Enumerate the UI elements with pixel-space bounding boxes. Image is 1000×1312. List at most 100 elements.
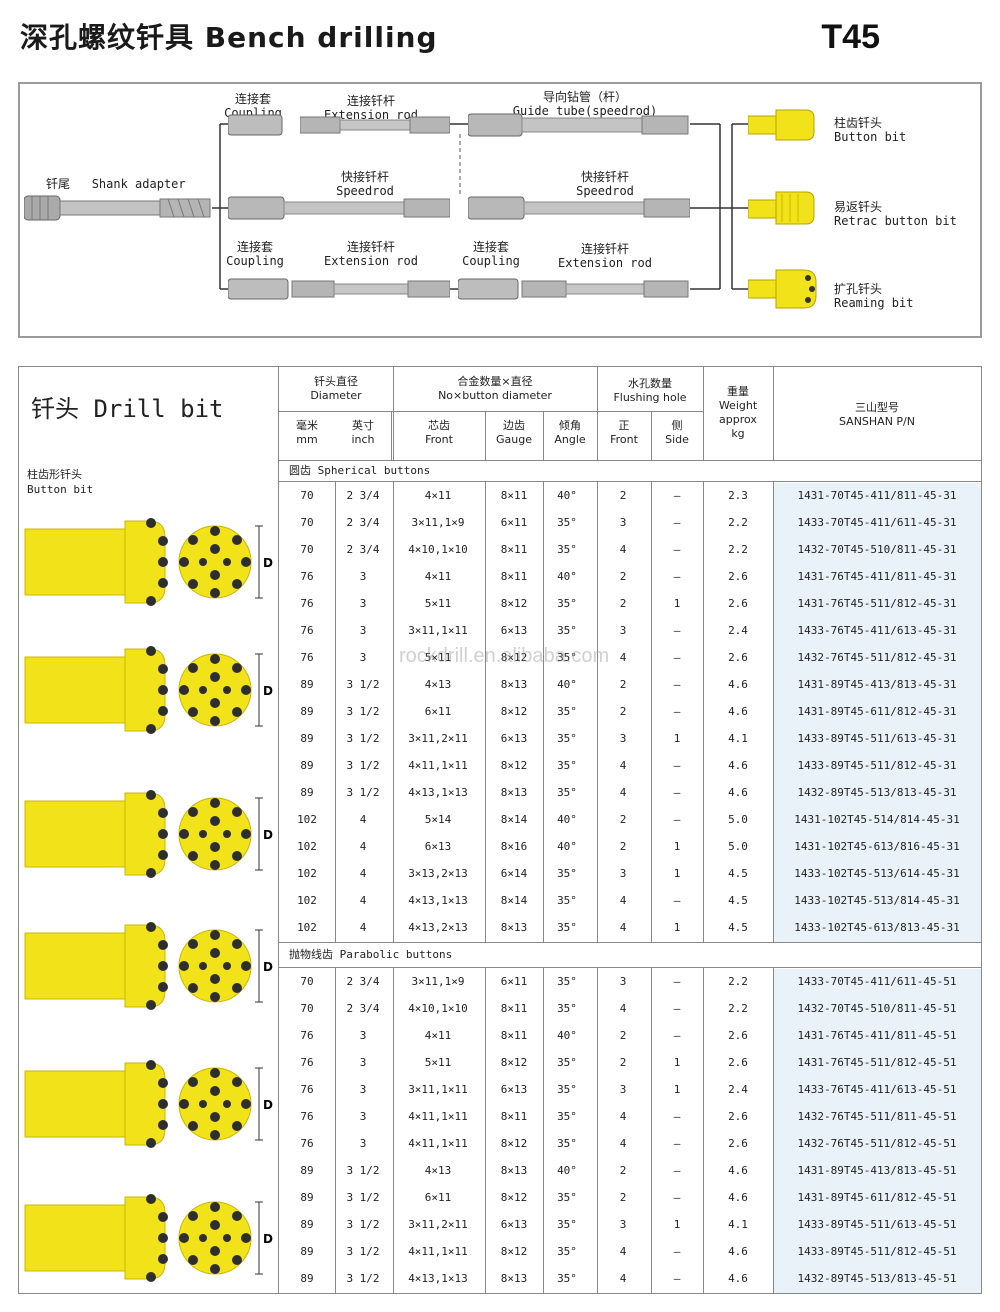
diameter-mm-cell: 76	[300, 1083, 314, 1096]
coupling-extension-rod-image-1	[228, 278, 450, 300]
page-header: 深孔螺纹钎具 Bench drilling T45	[20, 14, 980, 58]
model-code: T45	[821, 18, 880, 56]
header-cn: 英寸	[352, 419, 374, 432]
front-buttons-cell: 5×14	[424, 813, 452, 826]
front-header: 芯齿 Front	[393, 419, 485, 447]
weight-kg-cell: 4.5	[728, 867, 748, 880]
mm-header: 毫米 mm	[279, 419, 335, 447]
part-number-cell: 1431-76T45-511/812-45-51	[797, 1056, 957, 1069]
front-buttons-cell: 4×13	[424, 1164, 452, 1177]
column-divider	[335, 967, 336, 1293]
gauge-buttons-cell: 8×12	[500, 1137, 528, 1150]
part-number-column-bg	[773, 483, 981, 942]
part-number-cell: 1432-70T45-510/811-45-51	[797, 1002, 957, 1015]
diameter-mm-cell: 76	[300, 651, 314, 664]
part-number-cell: 1431-89T45-413/813-45-31	[797, 678, 957, 691]
weight-kg-cell: 2.4	[728, 624, 748, 637]
flush-front-cell: 3	[619, 975, 627, 988]
label-cn: 扩孔钎头	[834, 282, 883, 296]
front-buttons-cell: 4×11,1×11	[408, 1245, 468, 1258]
weight-kg-cell: 2.6	[728, 1029, 748, 1042]
header-en: inch	[351, 433, 375, 446]
diameter-d-label: D	[263, 960, 273, 974]
front-buttons-cell: 3×11,1×11	[408, 1083, 468, 1096]
flush-side-cell: –	[673, 1272, 681, 1285]
diameter-mm-cell: 70	[300, 975, 314, 988]
part-number-cell: 1433-76T45-411/613-45-51	[797, 1083, 957, 1096]
label-cn: 快接钎杆	[340, 170, 389, 184]
diameter-mm-cell: 102	[297, 813, 317, 826]
flush-side-cell: 1	[673, 867, 681, 880]
header-en: No×button diameter	[438, 389, 552, 402]
diameter-mm-cell: 102	[297, 894, 317, 907]
diameter-d-label: D	[263, 684, 273, 698]
angle-cell: 35°	[557, 543, 577, 556]
weight-kg-cell: 4.6	[728, 786, 748, 799]
part-number-cell: 1433-89T45-511/613-45-31	[797, 732, 957, 745]
speedrod-image-1	[228, 196, 450, 220]
part-number-cell: 1433-102T45-513/614-45-31	[794, 867, 960, 880]
flushing-hole-header: 水孔数量 Flushing hole	[597, 377, 703, 405]
flush-front-cell: 2	[619, 678, 627, 691]
angle-cell: 35°	[557, 1002, 577, 1015]
part-number-cell: 1431-76T45-511/812-45-31	[797, 597, 957, 610]
gauge-buttons-cell: 8×11	[500, 1029, 528, 1042]
diameter-inch-cell: 3 1/2	[346, 786, 380, 799]
angle-cell: 40°	[557, 840, 577, 853]
watermark: rockdrill.en.alibaba.com	[399, 645, 610, 667]
label-cn: 易返钎头	[834, 200, 883, 214]
part-number-header: 三山型号 SANSHAN P/N	[773, 401, 981, 429]
column-divider	[703, 967, 704, 1293]
column-divider	[543, 967, 544, 1293]
label-en: Retrac button bit	[834, 214, 957, 228]
parabolic-section-label: 抛物线齿 Parabolic buttons	[289, 948, 453, 961]
diameter-inch-cell: 2 3/4	[346, 543, 380, 556]
diameter-mm-cell: 70	[300, 1002, 314, 1015]
front-buttons-cell: 4×11,1×11	[408, 1110, 468, 1123]
flush-front-cell: 4	[619, 894, 627, 907]
column-divider	[773, 481, 774, 942]
front-buttons-cell: 6×11	[424, 1191, 452, 1204]
diameter-inch-cell: 3 1/2	[346, 1164, 380, 1177]
gauge-buttons-cell: 8×13	[500, 1164, 528, 1177]
front-buttons-cell: 4×11,1×11	[408, 1137, 468, 1150]
angle-cell: 40°	[557, 678, 577, 691]
weight-kg-cell: 4.6	[728, 1164, 748, 1177]
front-buttons-cell: 4×13,2×13	[408, 921, 468, 934]
diameter-mm-cell: 76	[300, 570, 314, 583]
diameter-mm-cell: 89	[300, 1218, 314, 1231]
gauge-buttons-cell: 8×11	[500, 1002, 528, 1015]
drill-bit-photo-graphic: D	[24, 1060, 273, 1148]
gauge-buttons-cell: 8×13	[500, 786, 528, 799]
weight-kg-cell: 5.0	[728, 840, 748, 853]
header-en: mm	[296, 433, 318, 446]
shank-label: 钎尾 Shank adapter	[46, 177, 186, 191]
column-divider	[651, 481, 652, 942]
diameter-inch-cell: 4	[359, 840, 367, 853]
weight-kg-cell: 4.1	[728, 1218, 748, 1231]
front-buttons-cell: 4×11,1×11	[408, 759, 468, 772]
column-divider	[651, 967, 652, 1293]
angle-cell: 40°	[557, 489, 577, 502]
column-divider	[485, 481, 486, 942]
flush-front-cell: 2	[619, 705, 627, 718]
front-buttons-cell: 4×13,1×13	[408, 894, 468, 907]
flush-front-cell: 2	[619, 597, 627, 610]
label-cn: 连接套	[234, 92, 271, 106]
part-number-cell: 1433-70T45-411/611-45-51	[797, 975, 957, 988]
flush-front-cell: 4	[619, 786, 627, 799]
flush-side-cell: –	[673, 1002, 681, 1015]
label-en: Extension rod	[324, 254, 418, 268]
label-en: Coupling	[226, 254, 284, 268]
diameter-mm-cell: 70	[300, 543, 314, 556]
